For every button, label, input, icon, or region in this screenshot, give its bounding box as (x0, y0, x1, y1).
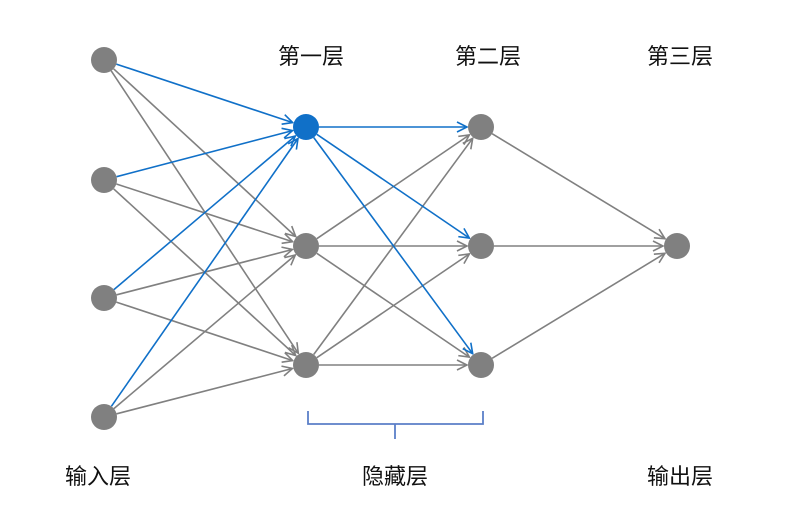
output-layer-label: 输出层 (646, 465, 714, 490)
connection-arrow (491, 133, 665, 239)
connection-arrow (116, 63, 292, 123)
hidden-layers-brace (307, 411, 484, 439)
input-layer-label: 输入层 (64, 465, 132, 490)
neurons (91, 47, 690, 430)
layer-3-label: 第三层 (646, 45, 714, 70)
neuron (91, 47, 117, 73)
connection-arrow (313, 137, 473, 354)
layer-2-label: 第二层 (454, 45, 522, 70)
neuron (91, 167, 117, 193)
neuron (468, 114, 494, 140)
layer-1-label: 第一层 (277, 45, 345, 70)
connection-arrow (113, 136, 295, 291)
neuron (468, 352, 494, 378)
neuron (468, 233, 494, 259)
connection-arrow (316, 254, 470, 359)
connection-arrow (116, 369, 293, 415)
connection-arrow (316, 133, 470, 238)
hidden-layers-label: 隐藏层 (361, 465, 429, 490)
connection-arrow (110, 139, 298, 407)
neuron (664, 233, 690, 259)
neuron (293, 233, 319, 259)
neuron (293, 352, 319, 378)
connection-arrow (491, 253, 665, 359)
connection-arrow (113, 255, 295, 410)
connections (110, 63, 665, 415)
neuron (91, 404, 117, 430)
connection-arrow (113, 68, 296, 237)
connection-arrow (116, 131, 293, 178)
neuron (91, 285, 117, 311)
highlighted-neuron (293, 114, 319, 140)
